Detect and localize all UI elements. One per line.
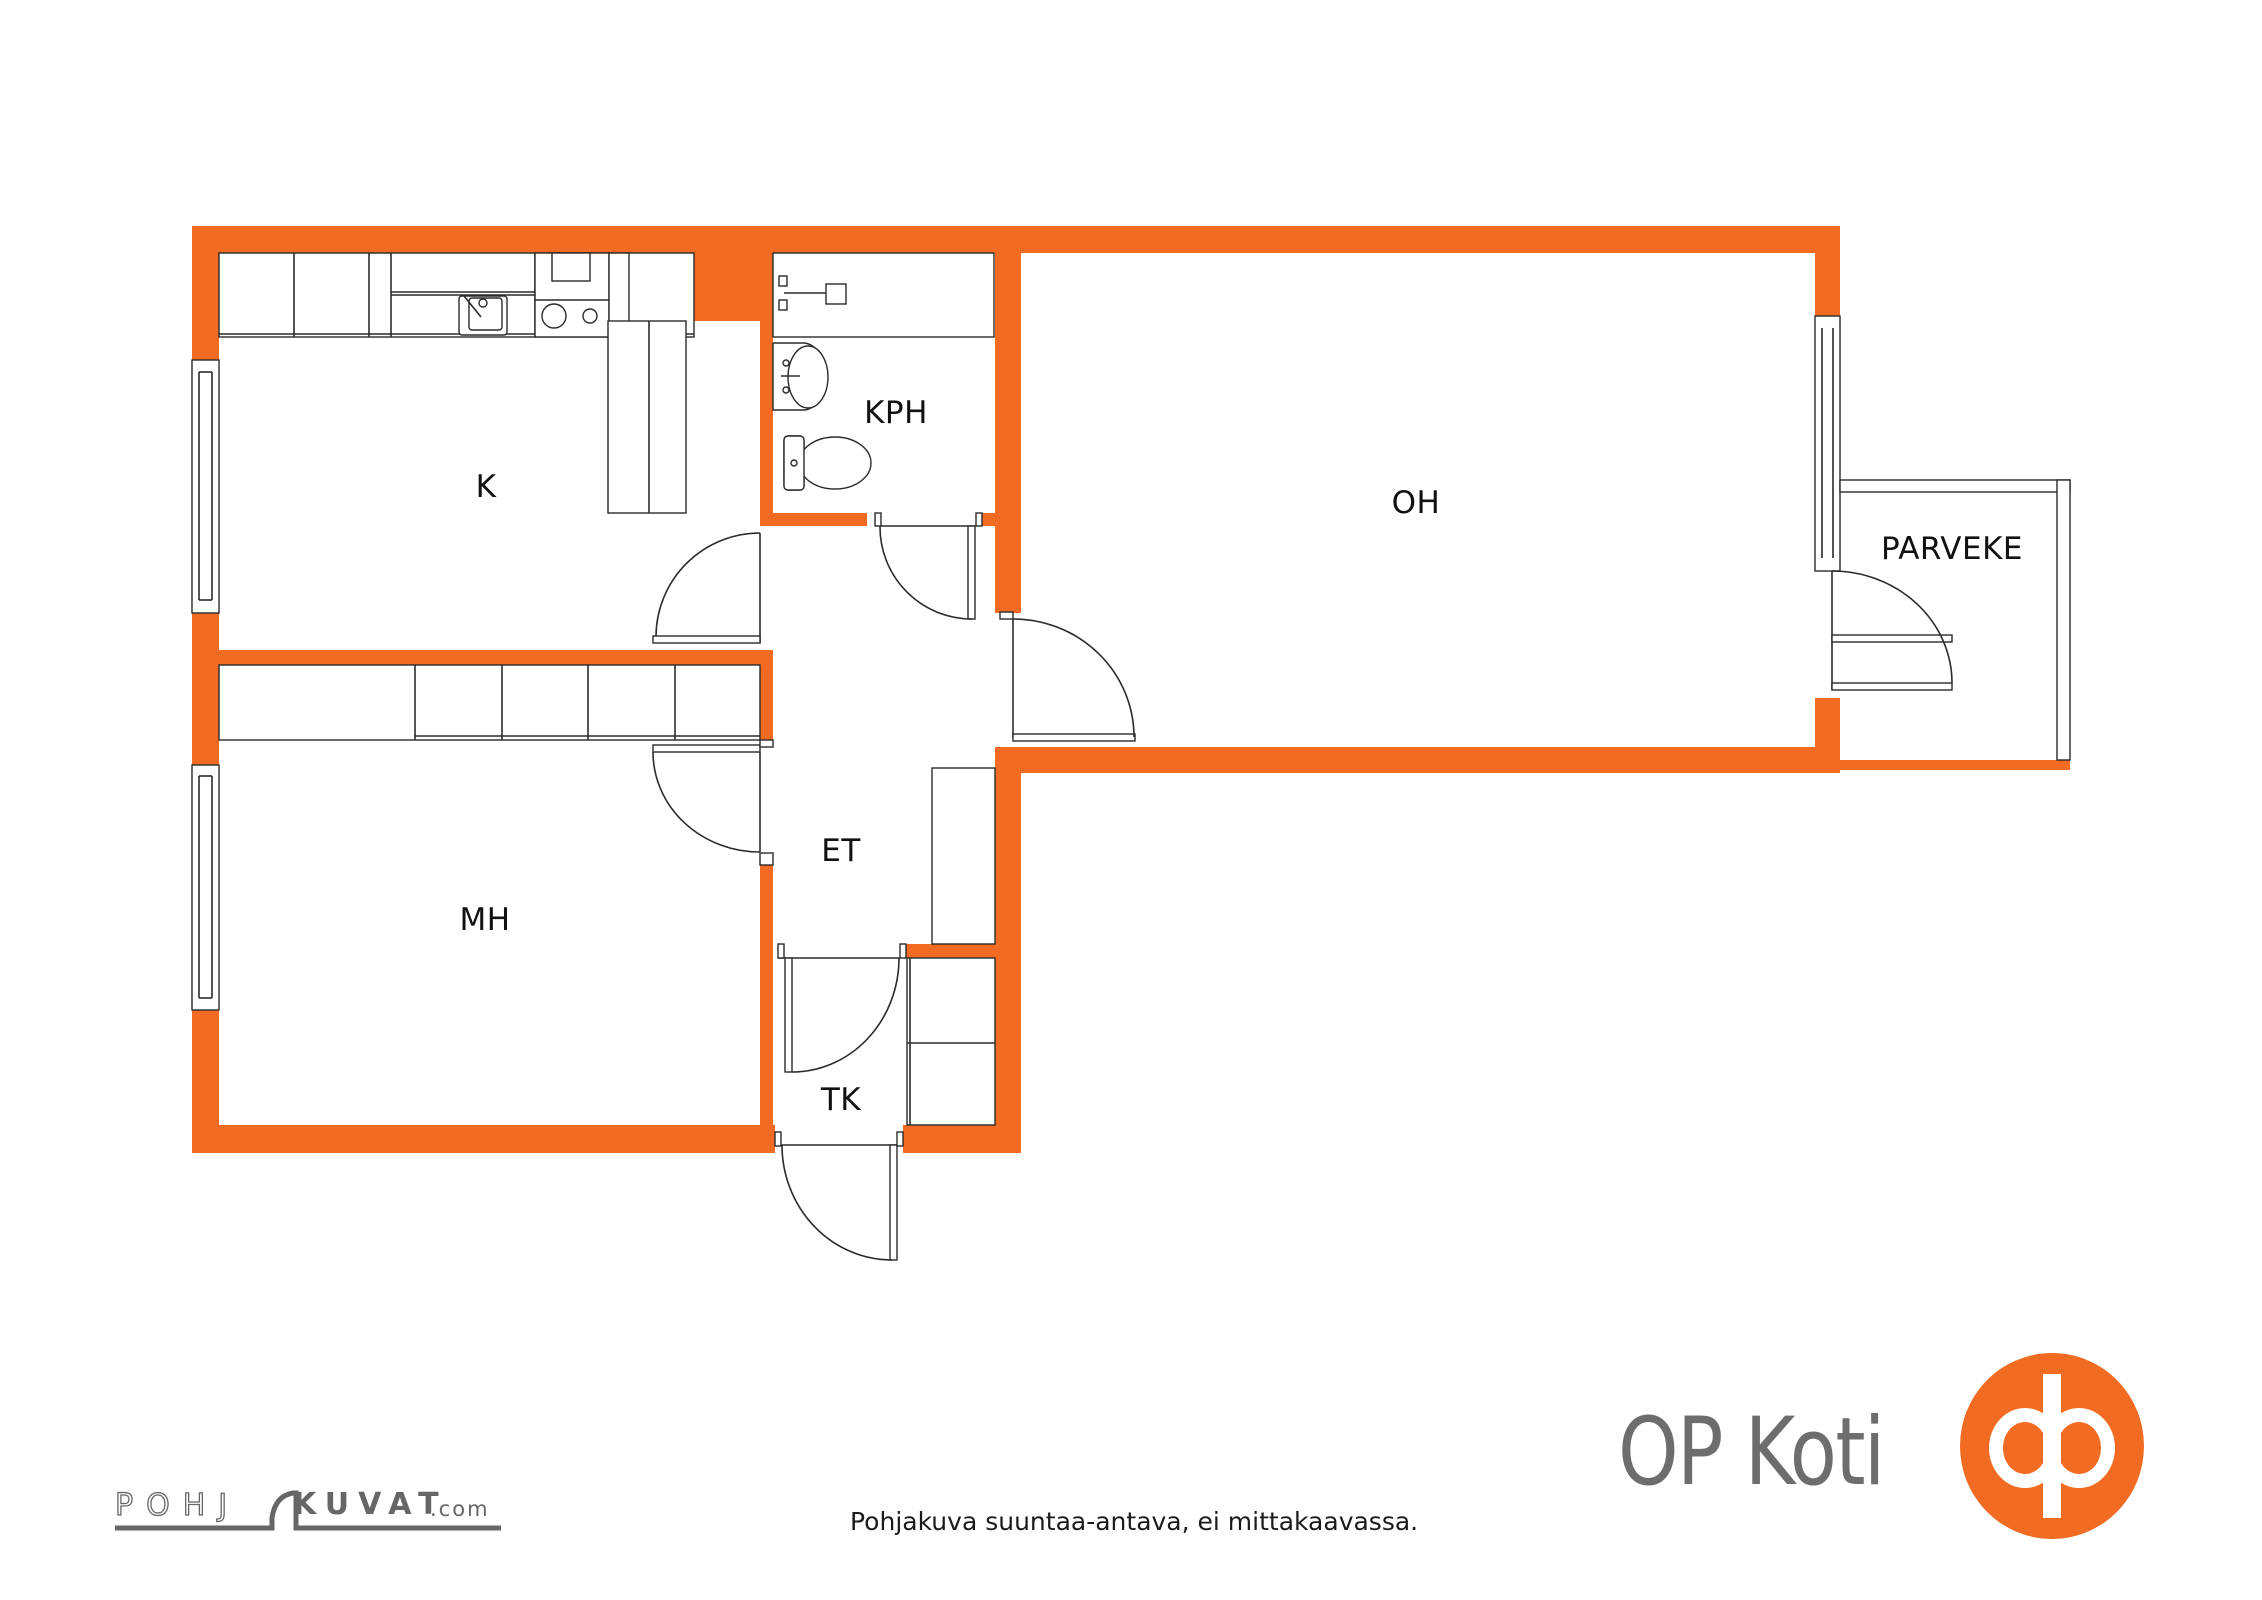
window-bedroom [191,764,220,1011]
logo-roofline-icon [115,1490,501,1531]
door-bathroom [874,512,983,620]
room-label-balcony: PARVEKE [1881,531,2023,567]
door-living-room [999,611,1136,742]
door-bedroom [652,739,774,866]
room-label-kitchen: K [475,469,497,505]
room-label-living-room: OH [1391,485,1441,521]
room-label-hallway: ET [821,833,861,869]
bedroom-wardrobes [218,664,761,741]
windows [191,315,1841,1011]
door-balcony [1831,570,1953,691]
door-kitchen [652,532,761,644]
room-label-bedroom: MH [459,902,511,938]
walls [192,226,2070,1153]
window-kitchen [191,359,220,614]
logo-bold-text: KUVAT [293,1487,448,1522]
door-storage [777,943,907,1073]
storage-shelves [906,957,996,1126]
room-label-storage: TK [820,1082,862,1118]
bathroom-fixtures [772,252,995,491]
stove-burner-icon [541,303,567,329]
kitchen-counter [218,252,695,514]
doors [652,512,1953,1261]
logo-suffix-text: .com [430,1497,490,1521]
window-living-room [1814,315,1841,572]
brand-name: OP Koti [1618,1398,1885,1507]
balcony-railing [1839,479,2071,761]
logo-outline-text: POHJ [114,1487,241,1523]
door-entrance [774,1131,904,1261]
op-logo-icon [1960,1353,2144,1539]
hallway-closet [931,767,996,945]
disclaimer-text: Pohjakuva suuntaa-antava, ei mittakaavas… [850,1507,1419,1536]
room-label-bathroom: KPH [864,395,928,431]
pohjakuvat-logo: POHJ KUVAT .com [114,1487,505,1538]
